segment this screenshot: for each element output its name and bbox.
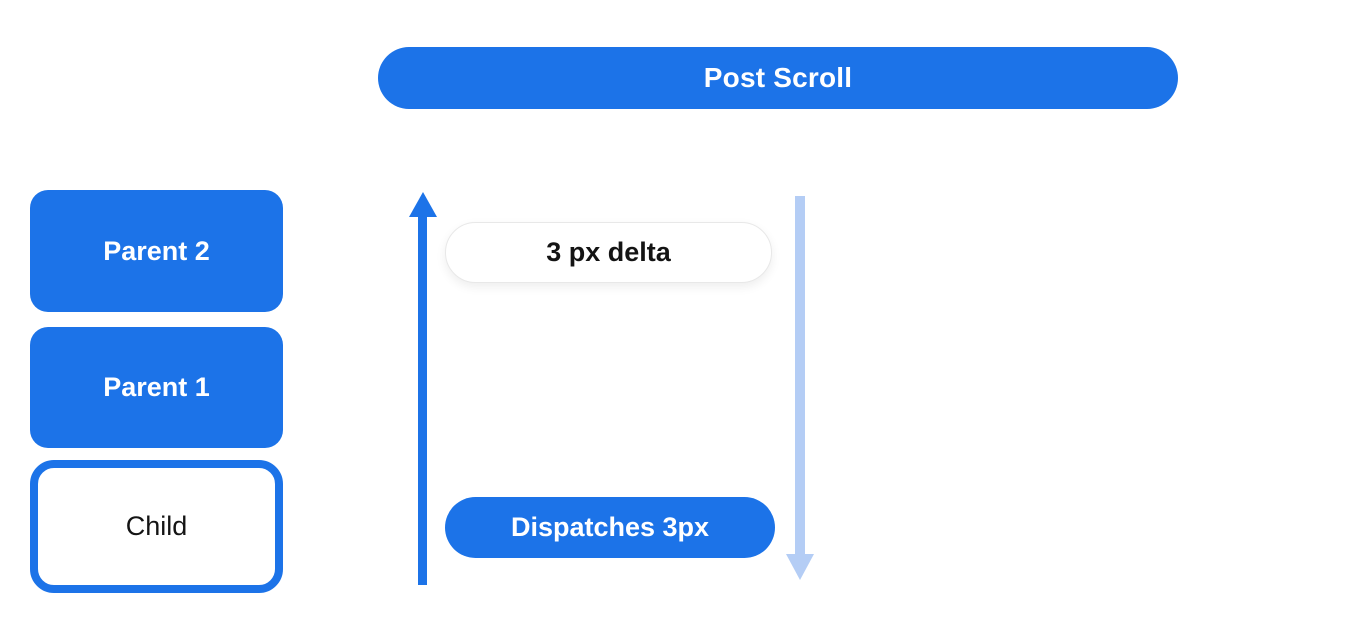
- up-arrow-head-icon: [409, 192, 437, 217]
- node-parent-1-label: Parent 1: [103, 372, 210, 402]
- node-child-label: Child: [125, 511, 188, 541]
- delta-pill-label: 3 px delta: [546, 237, 671, 267]
- dispatch-pill-label: Dispatches 3px: [510, 512, 710, 542]
- post-scroll-banner: Post Scroll: [378, 47, 1178, 109]
- node-parent-2-label: Parent 2: [103, 235, 210, 266]
- up-arrow-icon: [418, 210, 427, 585]
- dispatch-pill: Dispatches 3px: [445, 497, 775, 558]
- delta-pill: 3 px delta: [445, 222, 772, 283]
- node-child: Child: [30, 460, 283, 593]
- node-parent-2: Parent 2: [30, 190, 283, 312]
- down-arrow-icon: [795, 196, 805, 556]
- post-scroll-label: Post Scroll: [703, 62, 853, 93]
- down-arrow-head-icon: [786, 554, 814, 580]
- node-parent-1: Parent 1: [30, 327, 283, 448]
